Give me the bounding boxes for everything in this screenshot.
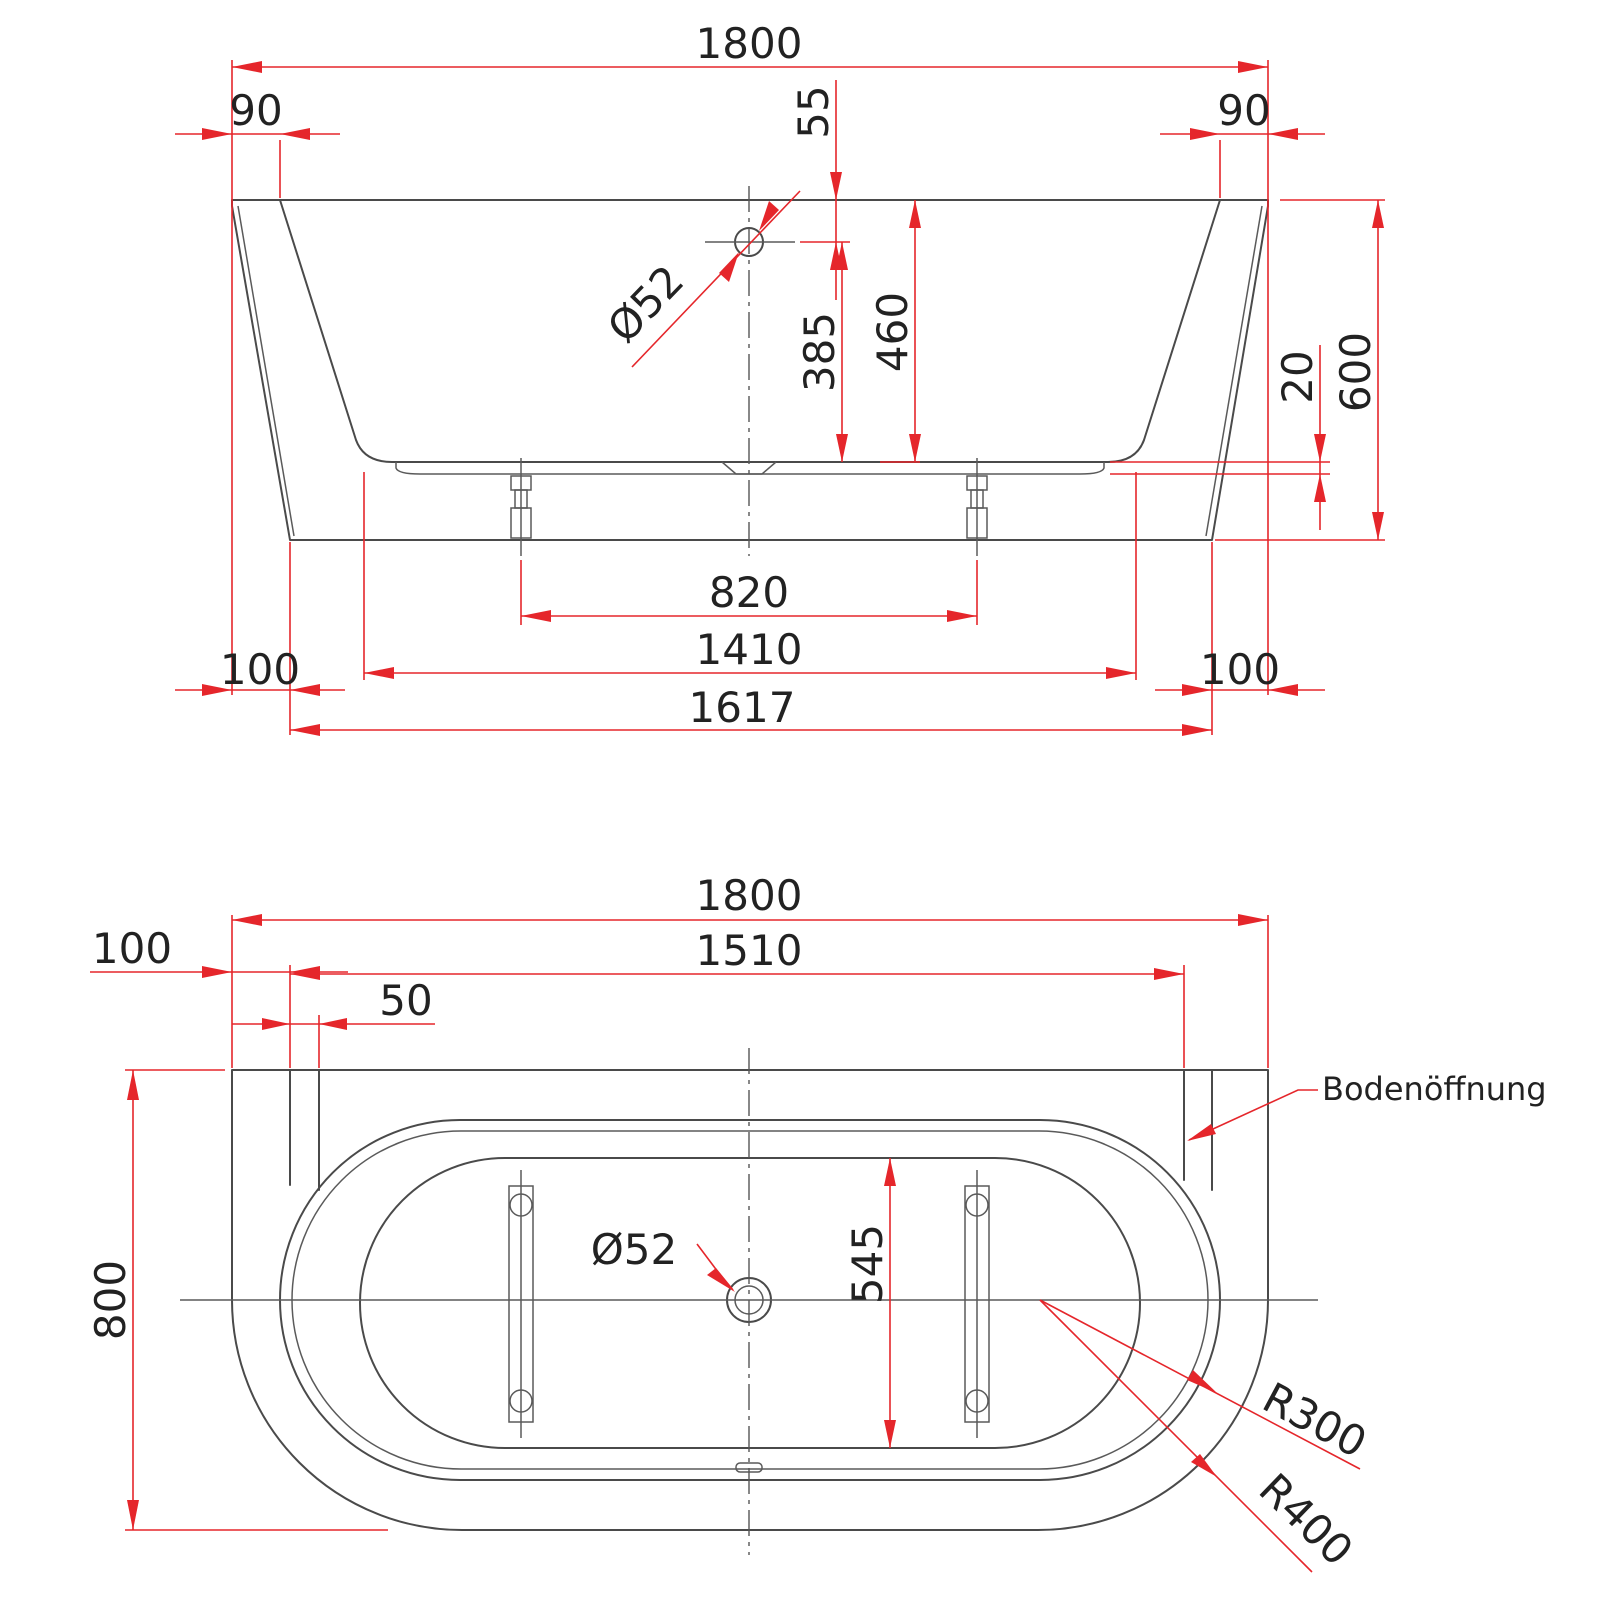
- dim-side-overall-length: 1800: [696, 19, 803, 68]
- dim-arrow: [1106, 667, 1136, 679]
- dim-arrow: [521, 610, 551, 622]
- foot-bar-right: [964, 1170, 990, 1438]
- dim-arrow: [1154, 968, 1184, 980]
- dim-arrow: [1191, 1454, 1217, 1477]
- top-view: 1800 1510 100 50 800 Ø52 545 R300: [86, 871, 1547, 1575]
- foot-bar-left: [508, 1170, 534, 1438]
- dim-side-rim-inset-left: 90: [229, 86, 282, 135]
- dim-top-drain-diameter: Ø52: [591, 1225, 678, 1274]
- dim-arrow: [830, 172, 842, 200]
- dim-side-overflow-height: 385: [795, 312, 844, 392]
- side-view-extension-lines: [231, 60, 1385, 735]
- dim-arrow: [1238, 61, 1268, 73]
- dim-side-rim-inset-right: 90: [1217, 86, 1270, 135]
- dim-side-overflow-offset: 55: [789, 85, 838, 138]
- dim-side-base-inset-left: 100: [220, 645, 300, 694]
- dim-arrow: [1372, 200, 1384, 228]
- dim-arrow: [202, 684, 232, 696]
- dim-arrow: [909, 200, 921, 228]
- dim-arrow: [290, 966, 320, 978]
- dim-top-overall-width: 800: [86, 1260, 135, 1340]
- dim-arrow: [1314, 474, 1326, 502]
- floor-opening-leader: [1188, 1089, 1318, 1141]
- dim-arrow: [1268, 128, 1298, 140]
- dim-arrow: [719, 252, 739, 282]
- dim-arrow: [290, 724, 320, 736]
- dim-arrow: [280, 128, 310, 140]
- dim-arrow: [232, 914, 262, 926]
- dim-arrow: [262, 1018, 290, 1030]
- dim-arrow: [1187, 1370, 1217, 1393]
- dim-top-inner-width: 545: [843, 1224, 892, 1304]
- dim-arrow: [319, 1018, 347, 1030]
- dim-side-floor-gap: 20: [1273, 350, 1322, 403]
- dim-top-inner-length: 1510: [696, 926, 803, 975]
- foot-left: [510, 458, 532, 556]
- dim-top-wall-thickness: 50: [379, 976, 432, 1025]
- dim-arrow: [364, 667, 394, 679]
- dim-side-feet-spacing: 820: [709, 568, 789, 617]
- dim-side-base-length: 1617: [689, 683, 796, 732]
- floor-opening-label: Bodenöffnung: [1322, 1070, 1547, 1108]
- dim-arrow: [1268, 684, 1298, 696]
- dim-arrow: [232, 61, 262, 73]
- dim-arrow: [947, 610, 977, 622]
- dim-arrow: [290, 684, 320, 696]
- dim-arrow: [836, 434, 848, 462]
- dim-top-radius-inner: R300: [1255, 1373, 1375, 1468]
- dim-arrow: [707, 1268, 735, 1292]
- dim-side-overflow-diameter: Ø52: [598, 256, 693, 352]
- dim-arrow: [836, 242, 848, 270]
- dim-arrow: [1238, 914, 1268, 926]
- dim-arrow: [884, 1158, 896, 1186]
- dim-arrow: [202, 966, 232, 978]
- dim-line-top-radius-outer: [1039, 1299, 1313, 1573]
- dim-side-base-span: 1410: [696, 625, 803, 674]
- dim-arrow: [1372, 512, 1384, 540]
- dim-top-wall-offset: 100: [92, 924, 172, 973]
- dim-arrow: [127, 1070, 139, 1100]
- dim-top-overall-length: 1800: [696, 871, 803, 920]
- dim-arrow: [909, 434, 921, 462]
- dim-arrow: [884, 1420, 896, 1448]
- dim-arrow: [1182, 684, 1212, 696]
- dim-side-base-inset-right: 100: [1200, 645, 1280, 694]
- side-view: 1800 90 90 55 Ø52 385 460: [175, 19, 1385, 736]
- dim-side-overall-height: 600: [1331, 332, 1380, 412]
- foot-right: [966, 458, 988, 556]
- side-view-outline: [231, 199, 1269, 541]
- dim-arrow: [202, 128, 232, 140]
- dim-arrow: [1182, 724, 1212, 736]
- dim-arrow: [1187, 1124, 1216, 1141]
- dim-arrow: [127, 1500, 139, 1530]
- dim-arrow: [759, 201, 779, 231]
- dim-side-inner-depth: 460: [868, 292, 917, 372]
- dim-arrow: [1314, 434, 1326, 462]
- dim-arrow: [1190, 128, 1220, 140]
- dim-top-radius-outer: R400: [1250, 1464, 1363, 1575]
- overflow-fitting: [705, 227, 795, 257]
- dim-line-side-overflow-diameter: [631, 190, 801, 368]
- top-view-extension-lines: [125, 915, 1269, 1531]
